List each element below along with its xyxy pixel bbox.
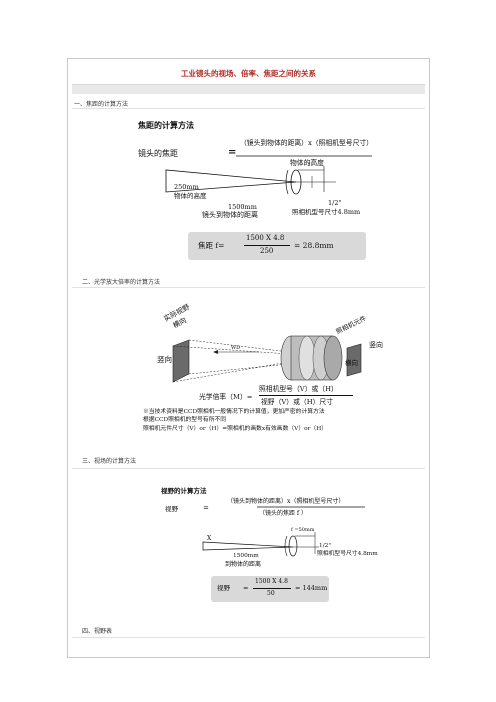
fig1-sensor-label: 照相机型号尺寸4.8mm (292, 208, 361, 216)
section-divider (72, 108, 425, 109)
ray-line (172, 361, 290, 383)
fig1-distance-value: 1500mm (228, 203, 257, 211)
object-triangle (165, 169, 297, 193)
fig3-distance-label: 到物体的距离 (225, 561, 262, 568)
fig3-denominator: （镜头的焦距 f ） (259, 510, 308, 517)
lens-ring (298, 335, 316, 381)
section-divider (72, 637, 425, 638)
fig3-formula-box: 视野 = 1500 X 4.8 50 = 144mm (211, 576, 329, 602)
fig3-formula-den: 50 (267, 590, 275, 597)
fov-diagram (202, 506, 365, 557)
fig3-lhs: 视野 (165, 505, 178, 513)
fig3-sensor-label: 照相机型号尺寸4.8mm (317, 551, 378, 557)
fig2-mag-num: 照相机型号（V）或（H） (259, 385, 338, 393)
section-heading-2: 二、光学放大倍率的计算方法 (82, 279, 161, 286)
fig1-formula-box: 焦距 f= 1500 X 4.8 250 = 28.8mm (188, 232, 366, 260)
section-heading-4: 四、视野表 (82, 628, 113, 635)
wd-arrow-head (213, 350, 218, 354)
fig1-formula-bar (244, 245, 290, 246)
fig2-mag-label: 光学倍率（M）= (199, 393, 253, 401)
fig1-formula-num: 1500 X 4.8 (246, 234, 285, 242)
fig2-mag-bar (259, 395, 353, 396)
fig1-sensor-size: 1/2" (328, 199, 342, 207)
fig3-f-value: f =50mm (291, 527, 315, 533)
lens-arc (285, 169, 289, 195)
title-bar (72, 84, 425, 94)
fig3-formula-bar (253, 588, 291, 589)
fig2-horizontal-right: 横向 (345, 359, 358, 367)
focal-length-figure: 焦距的计算方法 镜头的焦距 = （镜头到物体的距离）x（照相机型号尺寸） 物体的… (136, 118, 373, 264)
fig3-numerator: （镜头到物体的距离）x（照相机型号尺寸） (227, 498, 345, 505)
fig1-formula-den: 250 (260, 247, 274, 255)
fig1-numerator: （镜头到物体的距离）x（照相机型号尺寸） (240, 139, 373, 147)
lens-arc (284, 535, 288, 557)
fig3-equals: = (203, 504, 209, 512)
fig2-vertical-left: 竖向 (157, 355, 172, 364)
section-divider (72, 287, 425, 288)
page-frame (67, 58, 430, 658)
ray-line (188, 363, 290, 375)
fig2-note-1: ※当技术资料是CCD照相机一般情况下的计算值，更加严密的计算方法 (143, 409, 325, 415)
fig1-title: 焦距的计算方法 (138, 120, 194, 130)
fig3-formula-label: 视野 (217, 584, 230, 592)
fig3-distance-value: 1500mm (233, 553, 259, 559)
fig2-note-3: 照相机元件尺寸（V）or（H）=照相机的画数x有效画数（V）or（H） (143, 426, 328, 432)
fig2-vertical-right: 竖向 (369, 341, 383, 349)
page-title: 工业镜头的视场、倍率、焦距之间的关系 (181, 69, 316, 78)
focal-length-diagram (165, 155, 372, 195)
field-of-view-figure: 视野的计算方法 视野 = （镜头到物体的距离）x（照相机型号尺寸） （镜头的焦距… (159, 484, 378, 608)
lens-back (323, 335, 343, 381)
fig1-f-label: f (308, 162, 311, 168)
fig3-sensor-size: 1/2" (319, 543, 331, 549)
magnification-figure: 实际视野 横向 竖向 WD 照相机元件 横向 竖向 光学倍率（M）= 照相机型号… (139, 300, 393, 436)
lens-shape (288, 535, 298, 557)
fig3-formula-eq: = (243, 584, 249, 592)
fig1-lhs: 镜头的焦距 (138, 149, 178, 158)
fig1-distance-label: 镜头到物体的距离 (202, 211, 258, 219)
fig1-denominator: 物体的高度 (290, 159, 324, 167)
fig3-x-label: X (207, 535, 212, 542)
section-divider (72, 468, 425, 469)
fig3-title: 视野的计算方法 (161, 487, 207, 495)
object-plane (172, 339, 190, 383)
fig1-formula-result: = 28.8mm (294, 241, 334, 250)
ray-line (188, 339, 290, 353)
fig2-wd: WD (231, 345, 241, 351)
fig2-mag-den: 视野（V）或（H）尺寸 (261, 398, 334, 406)
fig1-height-value: 250mm (174, 183, 199, 191)
fig1-equals: = (228, 147, 237, 158)
ray-line (172, 345, 290, 355)
object-triangle (202, 541, 294, 551)
fig3-formula-num: 1500 X 4.8 (255, 578, 288, 585)
sensor-plane (346, 343, 362, 377)
section-heading-3: 三、视场的计算方法 (82, 458, 137, 465)
lens-shape (290, 169, 302, 195)
fig1-height-label: 物体的高度 (174, 192, 207, 200)
fig2-note-2: 根据CCD照相机的型号有所不同 (143, 417, 227, 423)
section-heading-1: 一、焦距的计算方法 (74, 101, 129, 108)
fig1-formula-label: 焦距 f= (198, 241, 225, 250)
magnification-diagram (172, 335, 362, 383)
fig3-formula-result: = 144mm (295, 584, 328, 592)
